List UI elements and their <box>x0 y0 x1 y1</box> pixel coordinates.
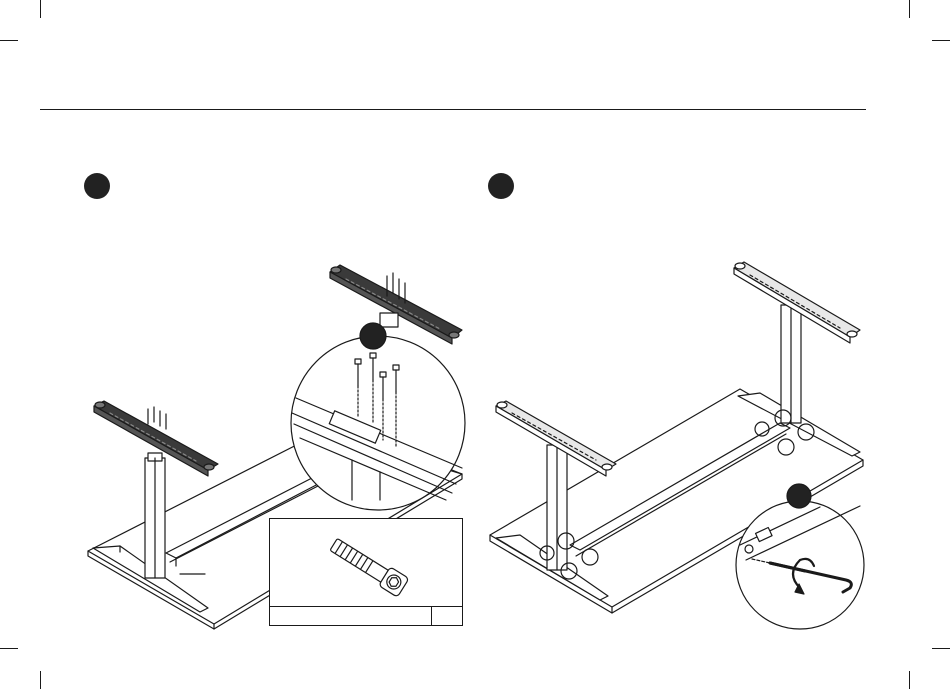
bolt-icon-group-left <box>148 407 166 429</box>
part-table <box>269 518 463 626</box>
step-b-illustration <box>490 262 864 629</box>
bolt-icon <box>270 519 464 609</box>
column-right-back <box>781 305 801 423</box>
column-left <box>145 453 165 578</box>
zoom-circle-bolts <box>291 323 465 510</box>
top-bar-right <box>330 265 462 344</box>
column-right-front <box>547 445 567 570</box>
part-description <box>270 607 432 625</box>
part-table-row <box>270 606 462 625</box>
part-quantity <box>432 607 462 625</box>
